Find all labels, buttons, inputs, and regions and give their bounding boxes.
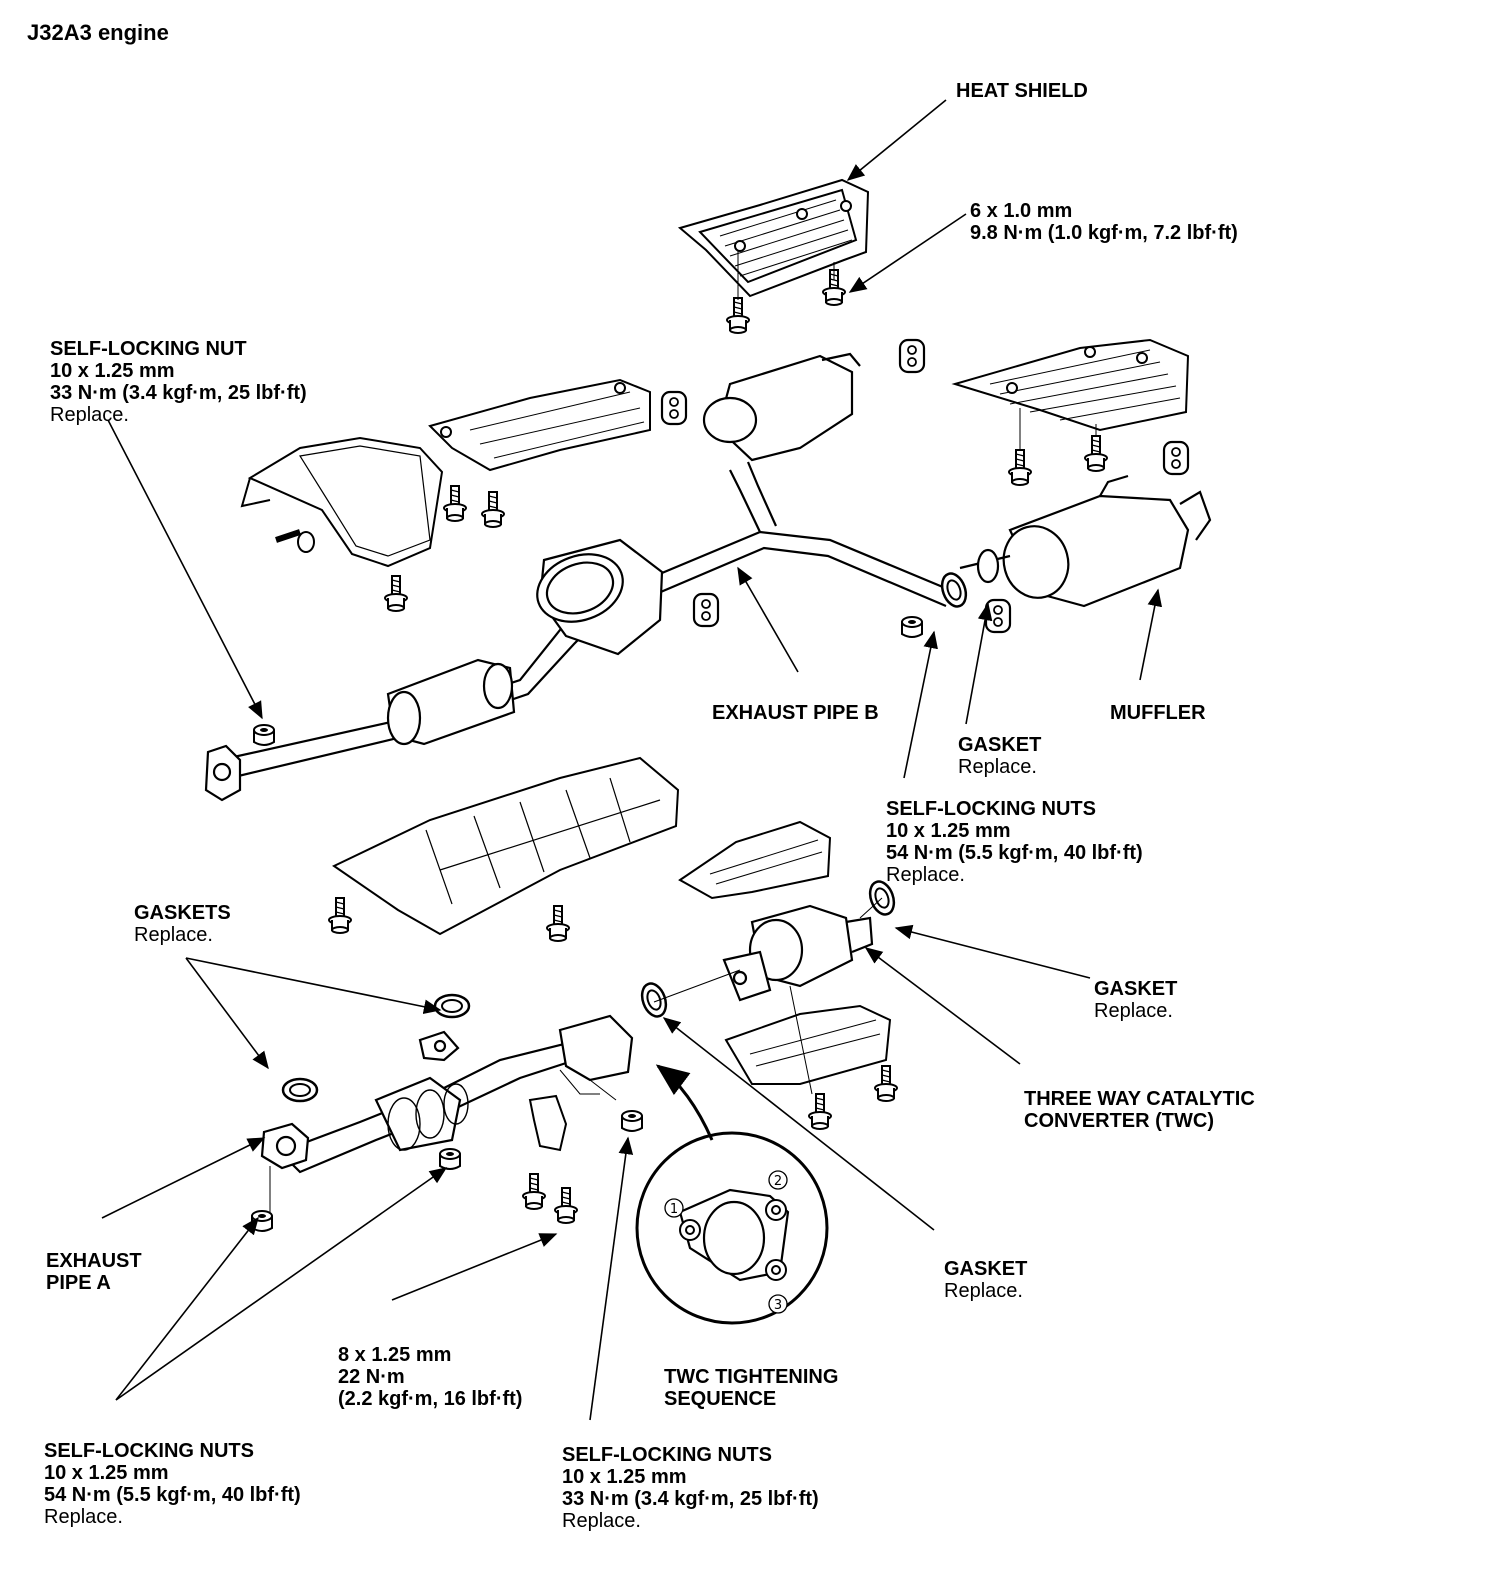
- heat-shield-bolt-left: [726, 297, 750, 334]
- right-heat-shield: [951, 338, 1190, 432]
- side-bolt: [275, 529, 315, 553]
- upper-mid-heat-shield: [428, 378, 651, 472]
- twc-tightening-sequence-inset: 1 2 3: [635, 1131, 829, 1325]
- rear-self-locking-nut: [901, 616, 923, 638]
- bracket: [528, 1094, 568, 1152]
- sequence-number-1: 1: [670, 1202, 678, 1217]
- upper-shield-bolt-3: [384, 575, 408, 612]
- leader-lines: [101, 99, 1163, 1421]
- label-self-locking-nuts-bottom-left: SELF-LOCKING NUTS 10 x 1.25 mm 54 N·m (5…: [44, 1440, 301, 1528]
- label-exhaust-pipe-b: EXHAUST PIPE B: [712, 702, 879, 724]
- exhaust-b-self-locking-nut: [253, 724, 275, 746]
- label-exhaust-pipe-a: EXHAUST PIPE A: [46, 1250, 142, 1294]
- label-muffler: MUFFLER: [1110, 702, 1206, 724]
- pipe-a-bolt-2: [554, 1187, 578, 1224]
- rubber-hanger-left: [660, 390, 688, 426]
- lower-heat-shield: [332, 756, 680, 936]
- alignment-lines: [269, 250, 1097, 1214]
- rubber-hanger-top: [898, 338, 926, 374]
- twc-lower-shield: [724, 1004, 892, 1085]
- rear-muffler: [959, 474, 1212, 608]
- pipe-a-gasket-lower: [281, 1077, 319, 1103]
- twc-upper-shield: [678, 820, 832, 900]
- front-muffler: [536, 538, 664, 656]
- label-twc-tightening-sequence: TWC TIGHTENING SEQUENCE: [664, 1366, 839, 1410]
- right-shield-bolt-right: [1084, 435, 1108, 472]
- rear-left-muffler: [702, 352, 861, 462]
- label-self-locking-nut-top: SELF-LOCKING NUT 10 x 1.25 mm 33 N·m (3.…: [50, 338, 307, 426]
- label-heat-shield: HEAT SHIELD: [956, 80, 1088, 102]
- pipe-a-nut-2: [439, 1148, 461, 1170]
- label-gasket-mid: GASKET Replace.: [958, 734, 1042, 778]
- twc-gasket-left: [636, 979, 672, 1021]
- label-self-locking-nuts-mid: SELF-LOCKING NUTS 10 x 1.25 mm 54 N·m (5…: [886, 798, 1143, 886]
- pipe-a-gasket-upper: [433, 993, 471, 1019]
- diagram-title: J32A3 engine: [27, 20, 169, 45]
- label-gaskets-left: GASKETS Replace.: [134, 902, 231, 946]
- label-bolt-8mm: 8 x 1.25 mm 22 N·m (2.2 kgf·m, 16 lbf·ft…: [338, 1344, 523, 1410]
- pipe-a-bolt-1: [522, 1173, 546, 1210]
- rubber-hanger-right: [1162, 440, 1190, 476]
- top-heat-shield: [677, 178, 870, 298]
- label-gasket-lower: GASKET Replace.: [944, 1258, 1028, 1302]
- label-self-locking-nuts-bottom-mid: SELF-LOCKING NUTS 10 x 1.25 mm 33 N·m (3…: [562, 1444, 819, 1532]
- three-way-catalytic-converter: [722, 904, 874, 1002]
- lower-shield-bolt-right: [546, 905, 570, 942]
- flange-front: [204, 744, 242, 802]
- label-three-way-catalytic-converter: THREE WAY CATALYTIC CONVERTER (TWC): [1024, 1088, 1255, 1132]
- sequence-number-2: 2: [774, 1174, 782, 1189]
- rubber-hanger-mid: [692, 592, 720, 628]
- twc-bolt-right: [874, 1065, 898, 1102]
- pipe-a-nut-3: [621, 1110, 643, 1132]
- upper-left-heat-shield: [240, 436, 444, 568]
- sequence-number-3: 3: [774, 1298, 782, 1313]
- upper-shield-bolt-2: [481, 491, 505, 528]
- label-gasket-right: GASKET Replace.: [1094, 978, 1178, 1022]
- rubber-hanger-rear: [984, 598, 1012, 634]
- lower-shield-bolt-left: [328, 897, 352, 934]
- center-resonator: [386, 658, 516, 746]
- sequence-arrow: [655, 1064, 714, 1141]
- label-heat-shield-bolt: 6 x 1.0 mm 9.8 N·m (1.0 kgf·m, 7.2 lbf·f…: [970, 200, 1238, 244]
- twc-bolt-bottom: [808, 1093, 832, 1130]
- exhaust-pipe-a: [260, 1014, 634, 1174]
- right-shield-bolt-left: [1008, 449, 1032, 486]
- upper-shield-bolt-1: [443, 485, 467, 522]
